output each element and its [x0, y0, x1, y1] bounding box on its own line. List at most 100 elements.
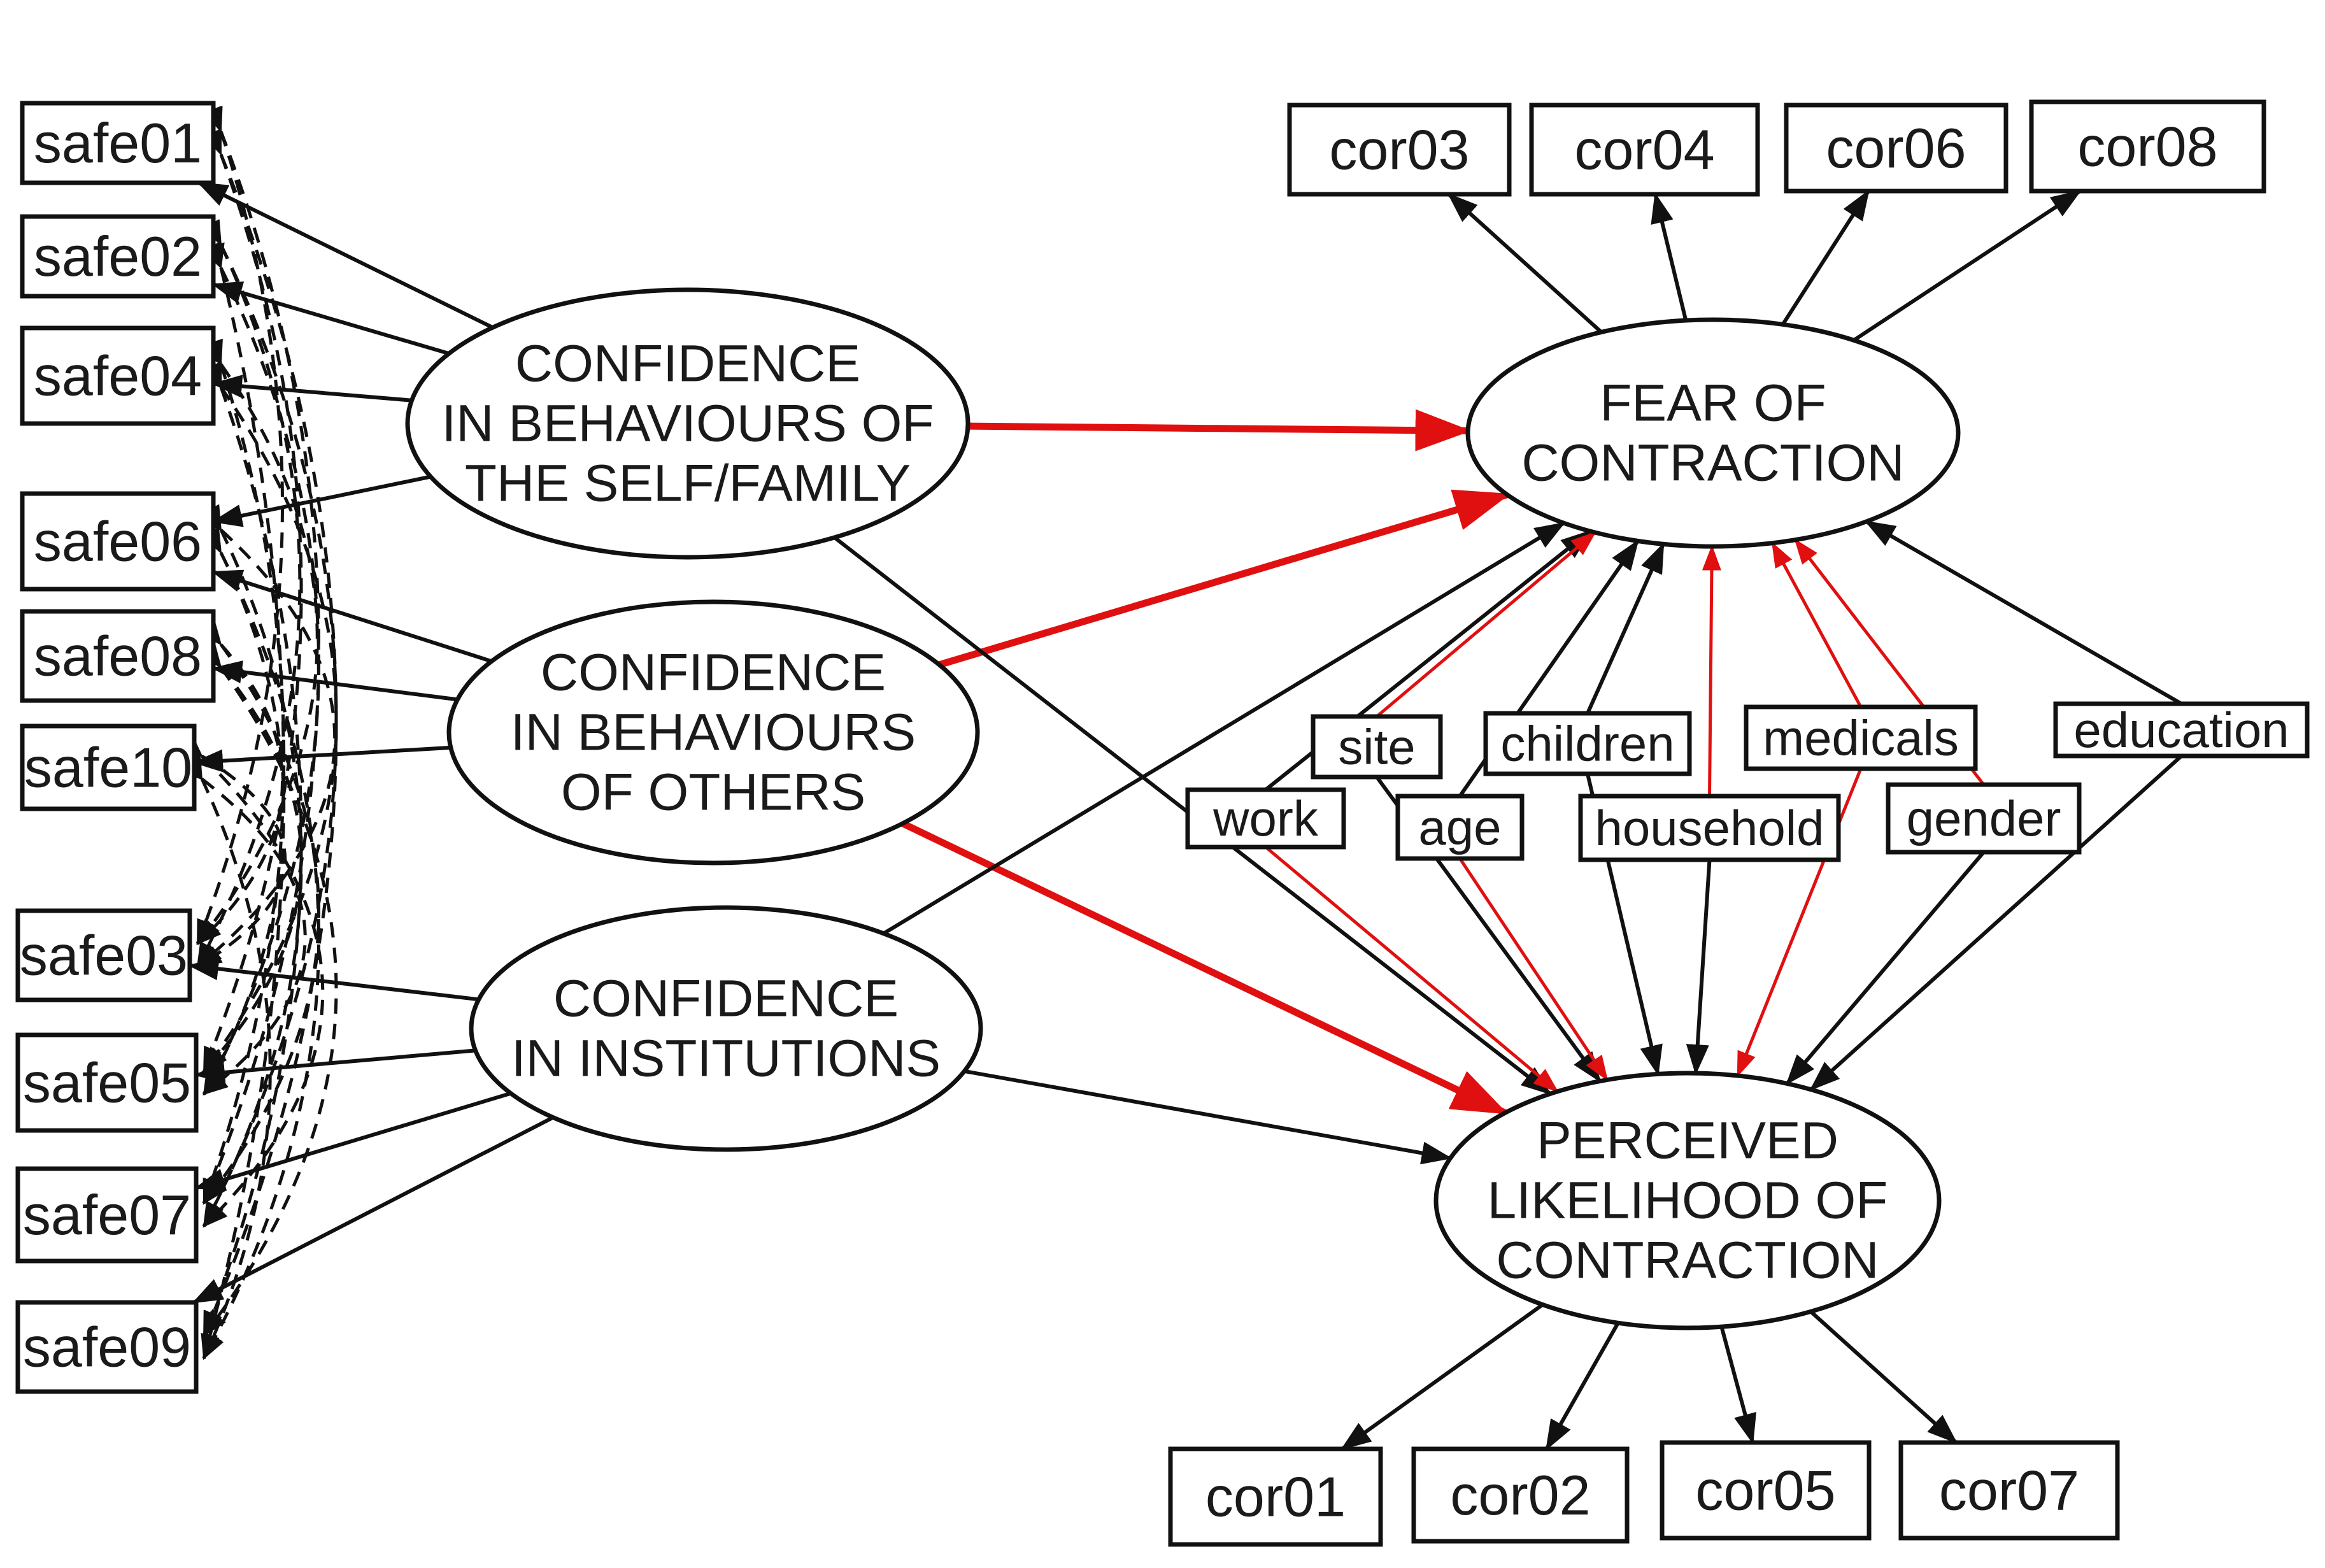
covariate-age-label: age	[1418, 799, 1501, 855]
household-to-perceived-path	[1686, 859, 1712, 1076]
indicator-safe07-label: safe07	[23, 1183, 191, 1246]
indicator-safe02-label: safe02	[34, 225, 202, 288]
latent-self-family-label-line: THE SELF/FAMILY	[465, 455, 911, 513]
institutions-to-safe03-loading	[188, 957, 480, 1002]
education-to-fear-path	[1864, 520, 2183, 706]
latent-others-label-line: CONFIDENCE	[541, 644, 886, 702]
latent-self-family-label-line: CONFIDENCE	[515, 335, 860, 393]
institutions-to-safe09-loading	[192, 1115, 554, 1304]
perceived-to-cor01-loading	[1340, 1303, 1544, 1451]
indicator-cor05-label: cor05	[1695, 1459, 1835, 1522]
institutions-to-perceived-path	[963, 1069, 1453, 1165]
indicator-safe09-label: safe09	[23, 1316, 191, 1379]
others-to-fear-path	[938, 489, 1511, 669]
safe01-safe09-residual-covariance	[202, 129, 338, 1337]
indicator-cor02-box	[1411, 1446, 1630, 1544]
education-to-perceived-path	[1809, 754, 2183, 1091]
indicator-safe08: safe08	[20, 609, 216, 703]
indicator-safe01-label: safe01	[34, 111, 202, 175]
perceived-to-cor07-loading	[1809, 1310, 1958, 1444]
covariate-site: site	[1311, 714, 1443, 780]
indicator-safe04-label: safe04	[34, 345, 202, 408]
self_family-to-safe04-loading	[211, 374, 412, 403]
covariate-household-label: household	[1595, 800, 1824, 856]
latent-perceived-label-line: CONTRACTION	[1496, 1232, 1879, 1290]
self_family-to-safe02-loading	[211, 281, 450, 355]
indicator-safe08-box	[20, 609, 216, 703]
safe02-safe05-residual-covariance	[201, 242, 320, 1096]
indicator-cor01-box	[1168, 1446, 1383, 1547]
indicator-cor01-label: cor01	[1205, 1465, 1346, 1529]
safe02-safe09-residual-covariance	[201, 242, 286, 1360]
indicator-safe05-box	[15, 1032, 199, 1133]
latent-institutions-ellipse	[469, 905, 983, 1152]
edges-layer	[176, 106, 2183, 1451]
covariate-education-box	[2053, 701, 2310, 759]
latent-perceived-ellipse	[1433, 1071, 1942, 1330]
self_family-to-safe01-loading	[197, 181, 494, 329]
covariate-education-label: education	[2073, 702, 2289, 758]
covariate-age-box	[1395, 794, 1525, 861]
indicator-cor05-box	[1660, 1440, 1872, 1541]
covariate-work: work	[1185, 787, 1346, 850]
latent-self-family-ellipse	[405, 287, 971, 560]
safe01-safe03-residual-covariance	[196, 106, 284, 946]
safe04-safe07-residual-covariance	[202, 338, 286, 1205]
latent-others-ellipse	[446, 599, 980, 866]
covariate-education: education	[2053, 701, 2310, 759]
indicator-safe10-label: safe10	[24, 736, 192, 799]
indicator-safe03-label: safe03	[20, 924, 188, 987]
institutions-to-safe05-loading	[194, 1048, 476, 1084]
self_family-to-fear-path	[967, 409, 1472, 452]
indicator-cor01: cor01	[1168, 1446, 1383, 1547]
covariate-children-box	[1483, 711, 1692, 776]
latent-perceived-label-line: LIKELIHOOD OF	[1488, 1172, 1888, 1230]
fear-to-cor08-loading	[1852, 189, 2082, 342]
safe06-safe05-residual-covariance	[201, 527, 286, 1096]
covariate-site-box	[1311, 714, 1443, 780]
safe02-safe03-residual-covariance	[196, 219, 302, 969]
indicator-cor08-box	[2029, 99, 2266, 194]
age-to-perceived-path	[1458, 857, 1609, 1081]
indicator-cor03-box	[1287, 103, 1512, 197]
site-to-fear-path	[1376, 531, 1596, 718]
fear-to-cor04-loading	[1651, 192, 1688, 321]
medicals-to-fear-path	[1770, 541, 1863, 708]
covariate-children-label: children	[1500, 716, 1674, 772]
others-to-safe10-loading	[192, 745, 451, 773]
latent-institutions-label-line: CONFIDENCE	[553, 970, 899, 1028]
indicator-safe10-box	[20, 723, 197, 811]
indicator-cor08-label: cor08	[2077, 115, 2217, 178]
indicator-cor02-label: cor02	[1450, 1464, 1590, 1527]
indicator-safe06: safe06	[20, 491, 216, 592]
others-to-safe06-loading	[211, 569, 492, 664]
indicator-safe08-label: safe08	[34, 625, 202, 688]
covariate-medicals-label: medicals	[1763, 710, 1959, 766]
covariate-gender: gender	[1886, 782, 2082, 855]
indicator-cor06: cor06	[1784, 103, 2009, 194]
covariate-work-box	[1185, 787, 1346, 850]
self_family-to-safe06-loading	[211, 474, 431, 527]
safe08-safe09-residual-covariance	[199, 642, 338, 1337]
fear-to-cor06-loading	[1781, 189, 1870, 326]
covariate-household: household	[1578, 794, 1841, 862]
indicator-safe04: safe04	[20, 325, 216, 426]
covariate-children: children	[1483, 711, 1692, 776]
indicator-safe01: safe01	[20, 101, 216, 185]
indicator-cor06-label: cor06	[1826, 117, 1966, 180]
safe04-safe09-residual-covariance	[202, 361, 303, 1337]
latent-fear-label-line: FEAR OF	[1600, 374, 1826, 432]
safe10-safe07-residual-covariance	[178, 732, 325, 1228]
covariate-medicals-box	[1744, 704, 1978, 771]
indicator-cor07: cor07	[1898, 1440, 2120, 1541]
latent-self-family-label-line: IN BEHAVIOURS OF	[441, 395, 934, 453]
indicator-safe09-box	[15, 1300, 199, 1394]
nodes-layer: safe01 safe02 safe04 safe06 safe08 safe10 safe…	[15, 99, 2310, 1547]
indicator-cor06-box	[1784, 103, 2009, 194]
indicator-cor04-label: cor04	[1574, 118, 1714, 182]
safe06-safe03-residual-covariance	[196, 506, 337, 968]
indicator-safe05: safe05	[15, 1032, 199, 1133]
